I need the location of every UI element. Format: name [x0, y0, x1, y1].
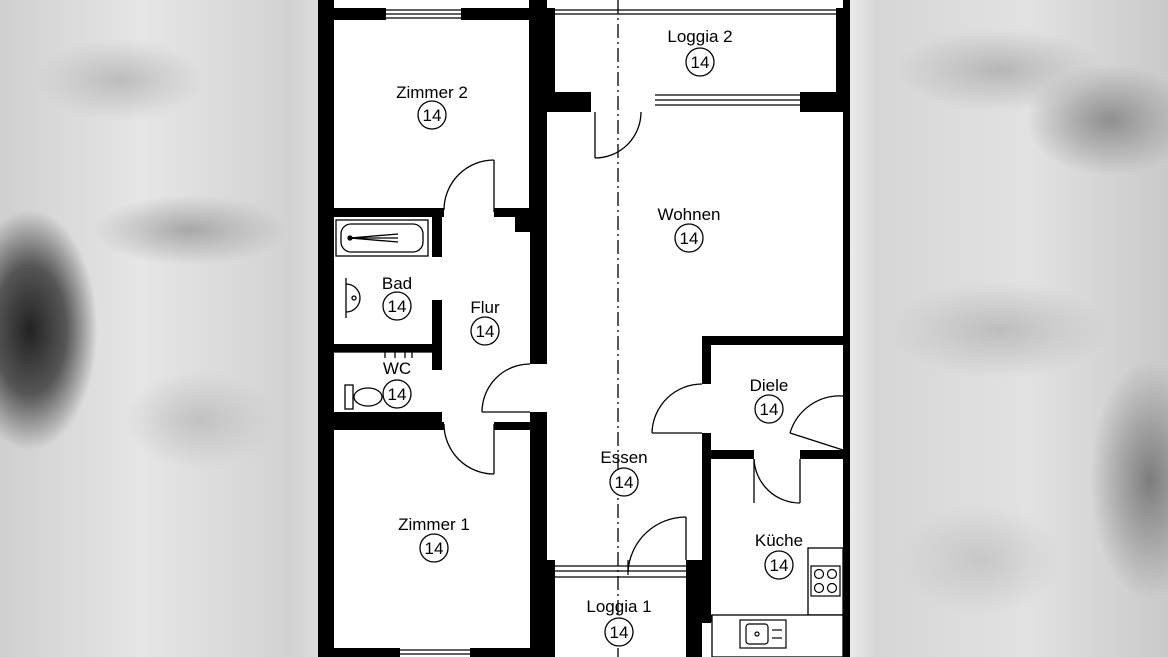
room-badge-number: 14	[388, 385, 407, 404]
room-name-label: Essen	[600, 448, 647, 467]
room-wc: WC 14	[382, 359, 412, 409]
room-badge-number: 14	[423, 106, 442, 125]
stove-icon	[810, 565, 841, 597]
room-badge-number: 14	[615, 473, 634, 492]
toilet-fixture	[344, 352, 413, 410]
room-name-label: Flur	[470, 298, 500, 317]
room-wohnen: Wohnen 14	[657, 205, 721, 253]
room-zimmer-1: Zimmer 1 14	[398, 515, 470, 563]
room-badge-number: 14	[476, 322, 495, 341]
room-badge-number: 14	[691, 53, 710, 72]
room-name-label: Loggia 2	[667, 27, 732, 46]
room-badge-number: 14	[425, 539, 444, 558]
room-loggia-2: Loggia 2 14	[667, 27, 733, 77]
room-badge-circle	[685, 47, 715, 77]
room-badge-circle	[417, 100, 447, 130]
room-k-che: Küche 14	[755, 531, 803, 580]
sink-icon	[739, 619, 787, 649]
room-loggia-1: Loggia 1 14	[586, 597, 652, 647]
windows	[334, 9, 836, 655]
room-diele: Diele 14	[750, 376, 789, 424]
room-badge-circle	[674, 223, 704, 253]
room-badge-number: 14	[770, 556, 789, 575]
room-flur: Flur 14	[470, 298, 500, 346]
room-essen: Essen 14	[600, 448, 648, 497]
walls	[318, 0, 850, 657]
room-badge-number: 14	[610, 623, 629, 642]
room-bad: Bad 14	[382, 274, 412, 321]
room-name-label: Loggia 1	[586, 597, 651, 616]
room-badge-circle	[609, 467, 639, 497]
room-name-label: Bad	[382, 274, 412, 293]
room-name-label: WC	[383, 359, 411, 378]
room-badge-number: 14	[760, 400, 779, 419]
room-name-label: Küche	[755, 531, 803, 550]
room-zimmer-2: Zimmer 2 14	[396, 83, 468, 130]
room-badge-circle	[754, 394, 784, 424]
room-badge-circle	[419, 533, 449, 563]
room-name-label: Zimmer 2	[396, 83, 468, 102]
room-name-label: Wohnen	[657, 205, 720, 224]
room-badge-circle	[382, 291, 412, 321]
room-name-label: Diele	[750, 376, 789, 395]
room-badge-number: 14	[388, 297, 407, 316]
room-badge-circle	[382, 379, 412, 409]
bathtub-fixture	[335, 219, 429, 257]
room-badge-circle	[764, 550, 794, 580]
room-badge-circle	[470, 316, 500, 346]
washbasin-fixture	[345, 278, 361, 318]
door-swings	[443, 111, 844, 575]
room-badge-number: 14	[680, 229, 699, 248]
room-badge-circle	[604, 617, 634, 647]
room-name-label: Zimmer 1	[398, 515, 470, 534]
